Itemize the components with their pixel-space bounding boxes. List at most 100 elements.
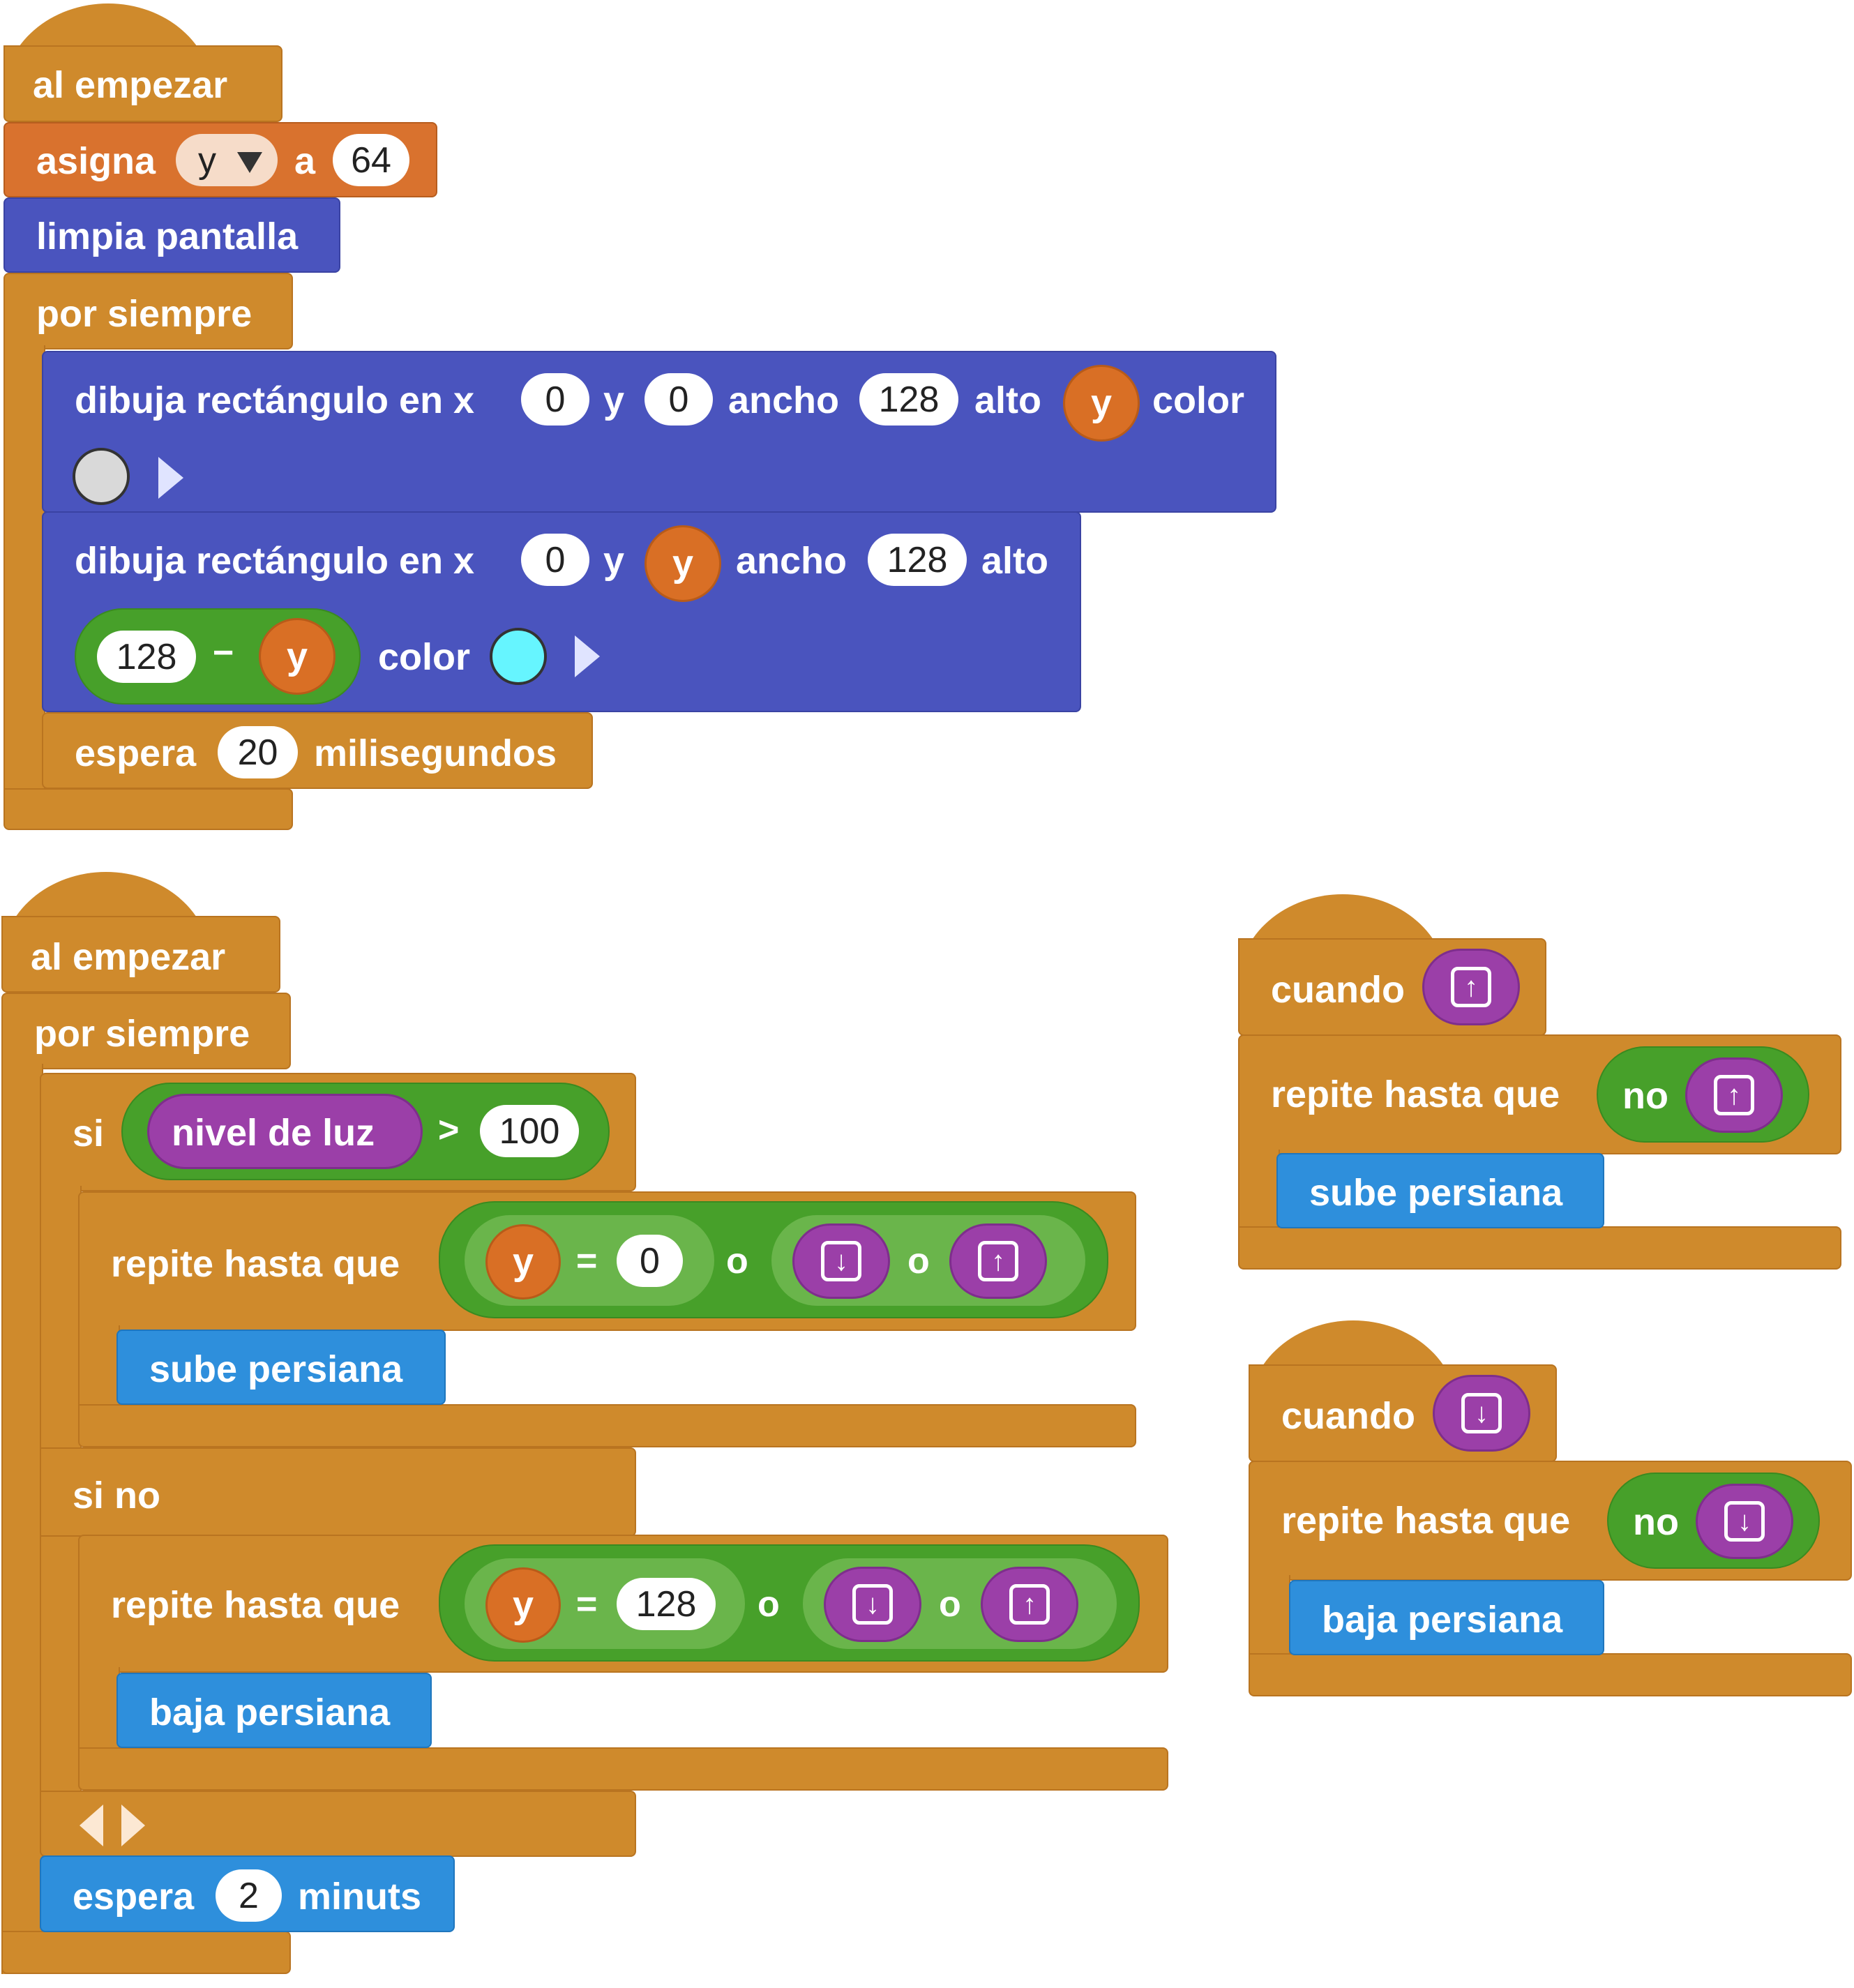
equals-expression[interactable]: y = 0 [465, 1215, 714, 1306]
forever-block[interactable]: por siempre [1, 993, 291, 1069]
x-input[interactable]: 0 [521, 373, 589, 426]
variable-name: y [198, 140, 216, 181]
variable-y-reporter[interactable]: y [645, 525, 721, 602]
repeat-bottom [1238, 1226, 1841, 1270]
repeat-arm [1238, 1150, 1280, 1230]
variable-y-reporter[interactable]: y [1063, 365, 1140, 442]
if-label: si [73, 1113, 105, 1154]
or-keys-expression[interactable]: ↓ o ↑ [771, 1215, 1085, 1306]
or-operator: o [726, 1241, 748, 1281]
wait-ms-block[interactable]: espera 20 milisegundos [42, 712, 593, 789]
forever-label: por siempre [36, 293, 253, 335]
clear-screen-block[interactable]: limpia pantalla [3, 197, 340, 273]
expand-arrow-icon[interactable] [121, 1805, 145, 1846]
down-arrow-icon: ↓ [1461, 1393, 1502, 1433]
hat-label: al empezar [33, 64, 228, 106]
greater-than-expression[interactable]: nivel de luz > 100 [121, 1083, 610, 1180]
color-label: color [378, 636, 471, 678]
wait-value-input[interactable]: 2 [216, 1869, 282, 1922]
expand-arrow-icon[interactable] [575, 635, 600, 677]
repeat-arm [78, 1667, 120, 1751]
action-label: sube persiana [149, 1348, 403, 1390]
color-swatch[interactable] [490, 628, 547, 685]
when-key-hat-block[interactable]: cuando ↑ [1238, 938, 1546, 1036]
width-label: ancho [728, 379, 840, 421]
subtract-left-input[interactable]: 128 [97, 631, 196, 683]
set-value-input[interactable]: 64 [333, 134, 409, 186]
up-key-sensor[interactable]: ↑ [949, 1223, 1047, 1299]
if-block[interactable]: si nivel de luz > 100 [40, 1073, 636, 1191]
repeat-arm [1249, 1575, 1290, 1655]
variable-y-reporter[interactable]: y [485, 1567, 561, 1643]
variable-y-reporter[interactable]: y [485, 1224, 561, 1300]
repeat-bottom [1249, 1653, 1852, 1696]
lower-blind-block[interactable]: baja persiana [1289, 1580, 1604, 1655]
or-expression[interactable]: y = 0 o ↓ o ↑ [439, 1201, 1108, 1318]
not-label: no [1622, 1075, 1668, 1117]
y-label: y [603, 540, 625, 582]
up-key-sensor[interactable]: ↑ [1685, 1057, 1783, 1133]
width-input[interactable]: 128 [868, 534, 967, 586]
not-expression[interactable]: no ↓ [1607, 1473, 1820, 1569]
y-input[interactable]: 0 [645, 373, 713, 426]
down-key-sensor[interactable]: ↓ [824, 1567, 921, 1642]
width-input[interactable]: 128 [859, 373, 958, 426]
hat-label: al empezar [31, 936, 226, 978]
repeat-until-block-1[interactable]: repite hasta que y = 0 o ↓ o ↑ [78, 1191, 1136, 1331]
up-key-selector[interactable]: ↑ [1422, 949, 1520, 1025]
down-arrow-icon: ↓ [852, 1584, 893, 1625]
wait-minutes-block[interactable]: espera 2 minuts [40, 1855, 455, 1932]
forever-block[interactable]: por siempre [3, 273, 293, 349]
x-input[interactable]: 0 [521, 534, 589, 586]
expand-arrow-icon[interactable] [158, 457, 183, 499]
up-key-sensor[interactable]: ↑ [981, 1567, 1078, 1642]
draw-rectangle-block-1[interactable]: dibuja rectángulo en x 0 y 0 ancho 128 a… [42, 351, 1276, 513]
light-level-sensor[interactable]: nivel de luz [147, 1094, 423, 1169]
greater-operator: > [438, 1110, 460, 1150]
down-key-sensor[interactable]: ↓ [792, 1223, 890, 1299]
wait-unit: milisegundos [314, 732, 557, 774]
raise-blind-block[interactable]: sube persiana [116, 1330, 446, 1405]
wait-label: espera [73, 1876, 195, 1918]
rect-label: dibuja rectángulo en x [75, 540, 475, 582]
equals-value-input[interactable]: 0 [617, 1235, 683, 1287]
color-swatch[interactable] [73, 448, 130, 505]
al-empezar-hat-block[interactable]: al empezar [1, 916, 280, 993]
forever-bottom [3, 788, 293, 830]
rect-label: dibuja rectángulo en x [75, 379, 475, 421]
draw-rectangle-block-2[interactable]: dibuja rectángulo en x 0 y y ancho 128 a… [42, 511, 1081, 712]
variable-dropdown[interactable]: y [176, 134, 278, 186]
set-label: asigna [36, 140, 156, 182]
subtract-expression[interactable]: 128 − y [75, 608, 361, 705]
collapse-arrow-icon[interactable] [80, 1805, 103, 1846]
repeat-until-block[interactable]: repite hasta que no ↑ [1238, 1034, 1841, 1154]
forever-label: por siempre [34, 1013, 250, 1055]
wait-unit: minuts [298, 1876, 422, 1918]
not-expression[interactable]: no ↑ [1597, 1046, 1809, 1143]
equals-expression[interactable]: y = 128 [465, 1558, 745, 1649]
repeat-until-block[interactable]: repite hasta que no ↓ [1249, 1461, 1852, 1581]
action-label: sube persiana [1309, 1172, 1563, 1214]
minus-operator: − [213, 633, 234, 673]
or-keys-expression[interactable]: ↓ o ↑ [803, 1558, 1117, 1649]
down-key-sensor[interactable]: ↓ [1696, 1484, 1793, 1559]
hat-label: cuando [1271, 969, 1405, 1011]
equals-operator: = [576, 1241, 598, 1281]
or-expression[interactable]: y = 128 o ↓ o ↑ [439, 1544, 1140, 1662]
down-key-selector[interactable]: ↓ [1433, 1375, 1530, 1452]
set-variable-block[interactable]: asigna y a 64 [3, 122, 437, 197]
al-empezar-hat-block[interactable]: al empezar [3, 45, 282, 122]
lower-blind-block[interactable]: baja persiana [116, 1673, 432, 1748]
variable-y-reporter[interactable]: y [259, 618, 336, 695]
wait-value-input[interactable]: 20 [218, 726, 298, 778]
equals-value-input[interactable]: 128 [617, 1578, 716, 1630]
repeat-until-block-2[interactable]: repite hasta que y = 128 o ↓ o ↑ [78, 1535, 1168, 1673]
or-operator: o [758, 1584, 780, 1625]
forever-bottom [1, 1931, 291, 1974]
threshold-input[interactable]: 100 [480, 1105, 579, 1157]
forever-arm [3, 345, 45, 799]
raise-blind-block[interactable]: sube persiana [1276, 1153, 1604, 1228]
height-label: alto [974, 379, 1042, 421]
chevron-down-icon [237, 152, 262, 173]
when-key-hat-block[interactable]: cuando ↓ [1249, 1364, 1557, 1462]
